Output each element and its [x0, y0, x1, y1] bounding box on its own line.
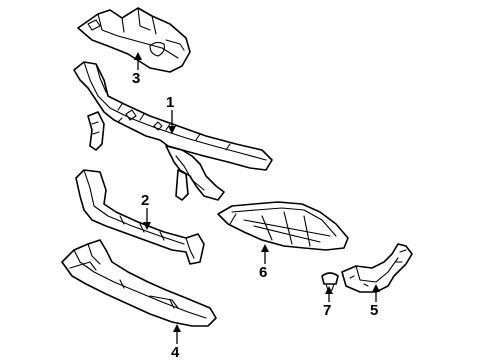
part-1-radiator-support	[73, 61, 273, 201]
part-7-clip	[321, 272, 339, 291]
callout-6: 6	[259, 264, 268, 281]
part-5-bracket	[341, 243, 413, 293]
callout-2: 2	[141, 192, 150, 209]
part-4-lower-deflector	[61, 239, 217, 327]
callout-3: 3	[132, 70, 141, 87]
callout-7: 7	[323, 302, 332, 319]
part-3-upper-shield	[77, 7, 191, 73]
callout-leaders	[134, 52, 380, 344]
callout-4: 4	[171, 344, 180, 361]
part-6-engine-under-cover	[217, 201, 349, 251]
callout-1: 1	[166, 94, 175, 111]
part-2-lower-crossmember	[75, 169, 205, 265]
callout-5: 5	[370, 302, 379, 319]
